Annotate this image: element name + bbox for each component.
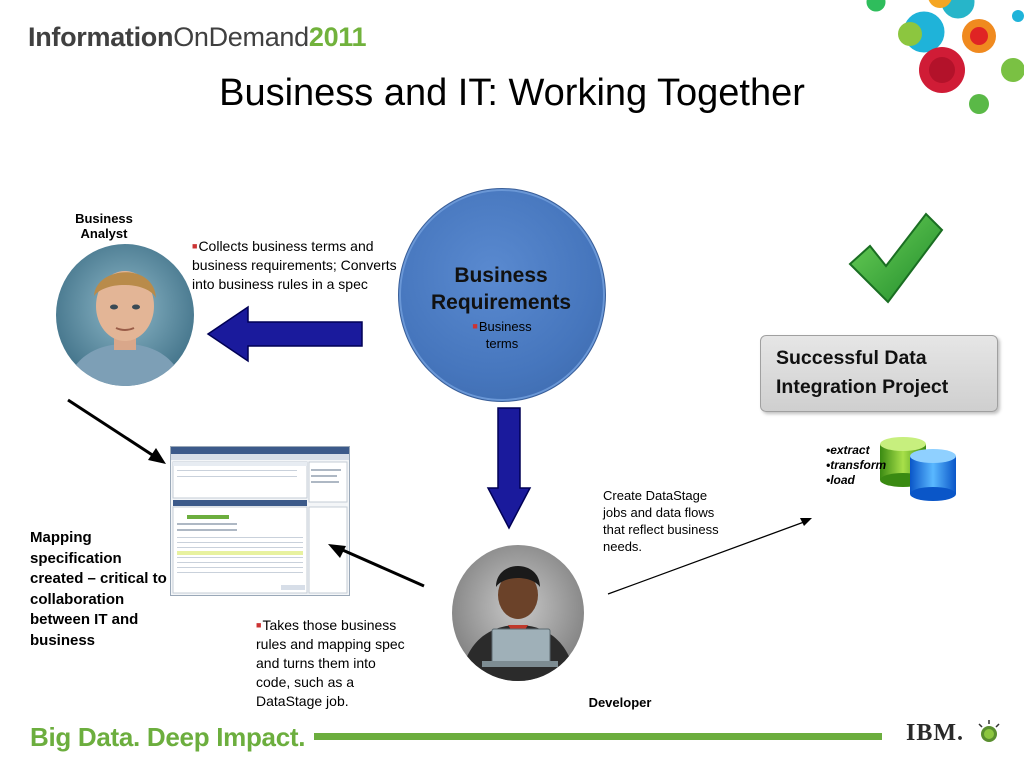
business-analyst-bullet-text: Collects business terms and business req… xyxy=(192,238,397,292)
mapping-spec-screenshot xyxy=(170,446,350,596)
checkmark-icon xyxy=(848,212,944,304)
bullet-square-icon: ■ xyxy=(256,620,262,630)
slide-title: Business and IT: Working Together xyxy=(219,72,805,114)
bullet-square-icon: ■ xyxy=(472,321,478,331)
ibm-logo: IBM. xyxy=(906,720,964,746)
success-text: Successful Data Integration Project xyxy=(776,347,949,398)
thin-arrow-icon xyxy=(607,518,812,595)
decorative-dots-graphic xyxy=(863,0,1024,114)
logo-part-information: Information xyxy=(28,22,174,52)
smarter-planet-icon xyxy=(978,720,1000,742)
business-requirements-circle xyxy=(398,188,606,402)
developer-avatar xyxy=(452,545,584,681)
business-terms-bullet: ■Business terms xyxy=(440,318,564,352)
business-terms-text: Business terms xyxy=(478,319,532,351)
business-analyst-avatar xyxy=(56,244,194,386)
arrow-to-screenshot-icon xyxy=(328,544,425,588)
business-analyst-label: Business Analyst xyxy=(75,211,133,241)
etl-item-load: •load xyxy=(826,473,855,487)
logo-part-ondemand: OnDemand xyxy=(173,22,309,52)
bullet-square-icon: ■ xyxy=(192,241,198,251)
business-analyst-bullet: ■Collects business terms and business re… xyxy=(192,237,398,294)
diagonal-arrow-icon xyxy=(67,398,166,464)
logo-part-year: 2011 xyxy=(308,22,367,52)
footer-green-bar xyxy=(314,733,882,740)
business-requirements-title: Business Requirements xyxy=(430,264,572,314)
create-datastage-text: Create DataStage jobs and data flows tha… xyxy=(603,488,719,554)
developer-bullet-text: Takes those business rules and mapping s… xyxy=(256,617,405,709)
etl-item-transform: •transform xyxy=(826,458,887,472)
etl-list: •extract •transform •load xyxy=(826,443,886,488)
developer-bullet: ■Takes those business rules and mapping … xyxy=(256,616,408,711)
etl-item-extract: •extract xyxy=(826,443,870,457)
left-arrow-icon xyxy=(206,305,363,363)
mapping-spec-text: Mapping specification created – critical… xyxy=(30,529,167,649)
success-box xyxy=(760,335,998,412)
event-logo: InformationOnDemand2011 xyxy=(28,22,367,53)
footer-tagline: Big Data. Deep Impact. xyxy=(30,722,306,752)
down-arrow-icon xyxy=(486,407,532,530)
developer-label: Developer xyxy=(588,695,652,710)
database-cylinders-icon xyxy=(880,437,956,501)
